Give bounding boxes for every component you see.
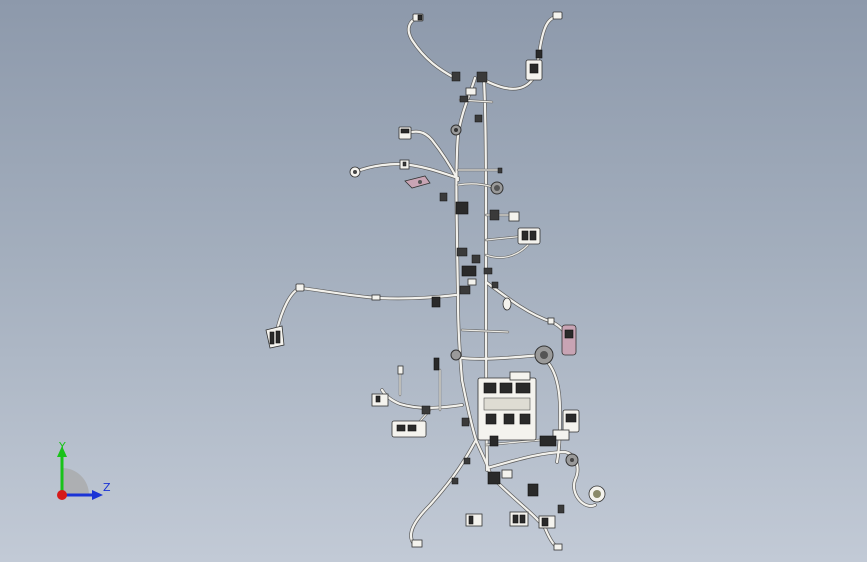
axis-triad-graphic: Y Z bbox=[57, 440, 111, 500]
right-module[interactable] bbox=[539, 409, 580, 447]
grommet-upper bbox=[450, 124, 462, 136]
left-small-connector[interactable] bbox=[399, 159, 410, 170]
grommet-center bbox=[450, 345, 554, 365]
z-axis-arrow bbox=[92, 490, 103, 500]
top-left-connector[interactable] bbox=[412, 13, 424, 22]
z-axis-label: Z bbox=[103, 481, 111, 494]
round-sensor[interactable] bbox=[588, 485, 606, 503]
left-long-branch-connectors[interactable] bbox=[295, 283, 441, 308]
lower-center-clips[interactable] bbox=[451, 417, 513, 485]
triad-disc bbox=[62, 468, 89, 495]
top-right-connector[interactable] bbox=[552, 11, 563, 20]
far-left-bracket[interactable] bbox=[265, 325, 285, 349]
right-relay-block[interactable] bbox=[517, 227, 541, 245]
left-eyelet-terminal[interactable] bbox=[349, 166, 361, 178]
lower-right-loop-clamp bbox=[565, 453, 579, 467]
fuse-box[interactable] bbox=[477, 371, 537, 441]
top-right-relay[interactable] bbox=[525, 49, 543, 81]
mid-clips[interactable] bbox=[439, 167, 520, 222]
axis-triad: Y Z bbox=[45, 440, 115, 510]
grommet-right-upper bbox=[490, 181, 504, 195]
harness-wires-outline bbox=[275, 14, 597, 550]
harness-wires bbox=[275, 14, 597, 550]
y-axis-label: Y bbox=[58, 440, 66, 453]
left-lower-connector-group[interactable] bbox=[371, 357, 440, 438]
top-junction-clips[interactable] bbox=[451, 71, 488, 123]
right-pink-connector[interactable] bbox=[547, 317, 577, 356]
center-connector-cluster[interactable] bbox=[456, 247, 499, 295]
mid-small-oval[interactable] bbox=[502, 297, 512, 311]
bottom-connectors[interactable] bbox=[411, 483, 565, 551]
upper-left-connector[interactable] bbox=[398, 126, 412, 140]
y-axis-arrow bbox=[57, 446, 67, 457]
pink-fuse-holder[interactable] bbox=[404, 175, 431, 189]
x-axis-point bbox=[57, 490, 67, 500]
